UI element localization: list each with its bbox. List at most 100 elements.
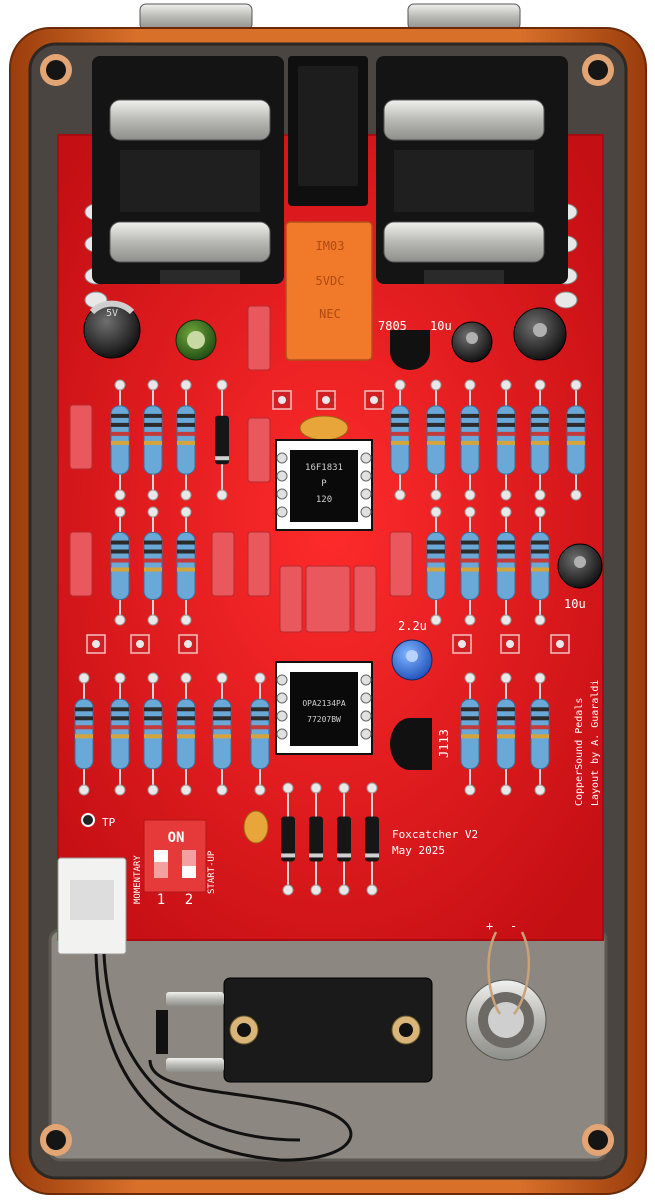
resistor-band [144, 413, 162, 418]
resistor [390, 379, 410, 501]
pad-hole [278, 396, 286, 404]
resistor-band [177, 540, 195, 545]
resistor-band [177, 431, 195, 436]
board-date: May 2025 [392, 844, 445, 857]
resistor-band [111, 422, 129, 427]
resistor-band [497, 558, 515, 563]
led-minus-label: - [510, 919, 517, 933]
solder-pad [114, 379, 126, 391]
box-capacitor [69, 404, 93, 470]
resistor-band [111, 413, 129, 418]
resistor-band [531, 716, 549, 721]
solder-pad [500, 784, 512, 796]
solder-pad [570, 379, 582, 391]
resistor-band [427, 422, 445, 427]
ic-pin [276, 674, 288, 686]
box-capacitor [247, 305, 271, 371]
resistor [176, 506, 196, 626]
electrolytic-capacitor-10u [451, 321, 493, 363]
resistor [176, 672, 196, 796]
ic-pin [360, 674, 372, 686]
trimmer-pads [86, 390, 570, 654]
solder-pad [282, 782, 294, 794]
resistor-band [461, 549, 479, 554]
resistor-band [111, 440, 129, 445]
ic-pin [276, 488, 288, 500]
resistor [530, 506, 550, 626]
resistor-body [460, 532, 480, 600]
pad-hole [506, 640, 514, 648]
resistor-band [531, 707, 549, 712]
resistor-band [427, 558, 445, 563]
ic-pin [360, 692, 372, 704]
solder-pad [534, 379, 546, 391]
solder-pad [534, 489, 546, 501]
resistor-band [111, 734, 129, 739]
resistor-band [461, 734, 479, 739]
solder-pad [464, 614, 476, 626]
solder-pad [394, 489, 406, 501]
diode-body [309, 816, 323, 862]
solder-pad [147, 672, 159, 684]
box-capacitor [247, 531, 271, 597]
resistor-band [391, 422, 409, 427]
solder-pad [464, 489, 476, 501]
resistor [530, 379, 550, 501]
resistor-band [497, 734, 515, 739]
resistor-body [426, 532, 446, 600]
resistor-band [144, 431, 162, 436]
resistor-band [461, 413, 479, 418]
resistor-body [110, 532, 130, 600]
resistor-band [177, 440, 195, 445]
resistor-band [427, 440, 445, 445]
resistor-band [177, 558, 195, 563]
resistor-band [461, 431, 479, 436]
resistor-band [111, 707, 129, 712]
diode [365, 782, 379, 896]
solder-pad [534, 614, 546, 626]
resistor-band [144, 422, 162, 427]
diodes [215, 379, 379, 896]
ic-pin [360, 506, 372, 518]
solder-pad [394, 379, 406, 391]
diode-band [309, 853, 323, 858]
input-jack [92, 56, 284, 284]
resistor-band [567, 422, 585, 427]
top-jack-nut-left [139, 3, 253, 31]
resistor-band [144, 707, 162, 712]
resistor [460, 506, 480, 626]
pad-hole [184, 640, 192, 648]
solder-pad [430, 614, 442, 626]
solder-pad [147, 614, 159, 626]
resistor-band [144, 540, 162, 545]
ic-pin [276, 452, 288, 464]
resistor-band [111, 725, 129, 730]
jfet-label: J113 [437, 729, 451, 758]
resistor [496, 672, 516, 796]
resistor-band [567, 413, 585, 418]
solder-pad [180, 379, 192, 391]
resistor-band [177, 725, 195, 730]
diode [337, 782, 351, 896]
capacitor-sleeve-text: 5V [106, 308, 118, 319]
resistor-band [531, 558, 549, 563]
resistor [110, 379, 130, 501]
resistor-band [144, 725, 162, 730]
ic-pin [276, 710, 288, 722]
box-capacitor [353, 565, 377, 633]
solder-pad [216, 379, 228, 391]
resistor-band [531, 413, 549, 418]
cap-label-mid: 2.2u [398, 619, 427, 633]
resistor-band [144, 716, 162, 721]
screw-holes [40, 54, 614, 1156]
led-bezel [465, 931, 547, 1061]
ic-pin [276, 728, 288, 740]
diode-body [281, 816, 295, 862]
resistor [250, 672, 270, 796]
resistor-body [143, 532, 163, 600]
ic-pin [276, 506, 288, 518]
resistor [110, 506, 130, 626]
resistor-band [427, 567, 445, 572]
resistor-band [144, 440, 162, 445]
